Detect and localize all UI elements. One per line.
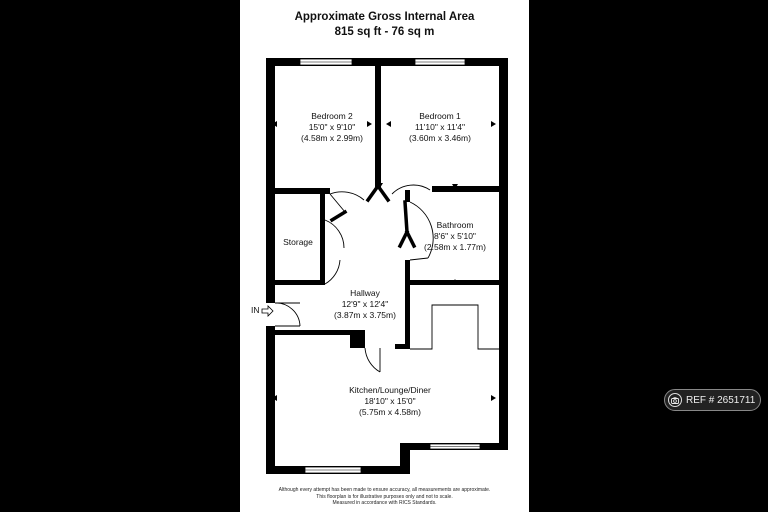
room-bathroom: Bathroom 8'6" x 5'10" (2.58m x 1.77m) [424,220,486,252]
reference-badge: REF # 2651711 [664,389,761,411]
room-storage: Storage [283,237,313,247]
wall-bath-left2 [405,260,410,348]
floorplan-sheet [240,0,529,512]
door-bed1 [391,184,431,195]
entrance-arrow [261,305,274,317]
entrance-label: IN [251,305,260,315]
door-kitchen [364,347,381,373]
door-storage [324,219,345,249]
wall-top [266,58,508,66]
wall-storage-right [320,194,325,284]
wall-hall-bottom-right [395,344,410,349]
camera-icon [668,393,682,407]
door-bath [409,201,434,259]
wall-left-upper [266,58,275,303]
room-bedroom-1: Bedroom 1 11'10" x 11'4" (3.60m x 3.46m) [409,111,471,143]
wall-bed2-bottom [275,188,330,194]
door-entrance [274,302,301,327]
wall-left-lower [266,326,275,474]
wall-bottom-notch [400,443,410,474]
wall-storage-bottom [275,280,325,285]
kitchen-recess [410,304,499,350]
wall-bath-left [405,190,410,202]
wall-hall-step [350,330,365,348]
wall-bed-divider [375,66,381,188]
wall-right [499,58,508,450]
wall-hall-bottom-left [275,330,365,335]
floorplan-title: Approximate Gross Internal Area [294,11,475,23]
room-hallway: Hallway 12'9" x 12'4" (3.87m x 3.75m) [334,288,396,320]
wall-bed1-bottom [432,186,499,192]
reference-text: REF # 2651711 [686,394,756,406]
floorplan-area: 815 sq ft - 76 sq m [334,26,435,38]
room-bedroom-2: Bedroom 2 15'0" x 9'10" (4.58m x 2.99m) [301,111,363,143]
door-storage-lower [324,259,341,285]
door-bed2 [329,191,365,201]
room-kitchen-lounge-diner: Kitchen/Lounge/Diner 18'10" x 15'0" (5.7… [349,385,431,417]
disclaimer: Although every attempt has been made to … [278,487,491,506]
